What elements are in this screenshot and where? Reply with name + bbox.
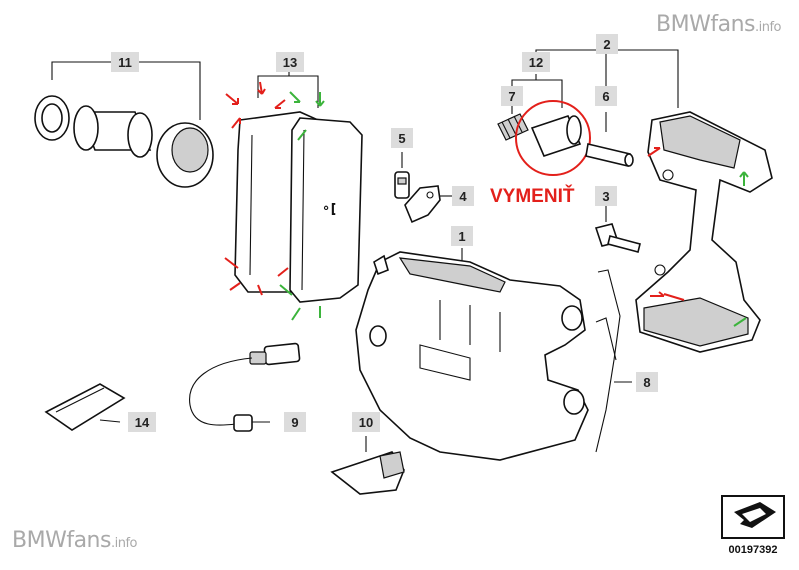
callout-6: 6 <box>595 86 617 106</box>
svg-text:9: 9 <box>291 415 298 430</box>
callout-4: 4 <box>452 186 474 206</box>
part-4-bracket <box>404 185 452 224</box>
part-1-caliper-housing <box>355 248 589 461</box>
part-13-brake-pads: • [ <box>224 72 363 321</box>
svg-text:10: 10 <box>359 415 373 430</box>
part-8-spring-clip <box>595 269 632 453</box>
part-11-piston-seals <box>34 56 214 188</box>
callout-1: 1 <box>451 226 473 246</box>
callout-8: 8 <box>636 372 658 392</box>
callout-11: 11 <box>111 52 139 72</box>
callout-5: 5 <box>391 128 413 148</box>
svg-text:3: 3 <box>602 189 609 204</box>
callout-10: 10 <box>352 412 380 432</box>
part-3-bolt <box>594 204 641 253</box>
svg-text:1: 1 <box>458 229 465 244</box>
callout-3: 3 <box>595 186 617 206</box>
callout-2: 2 <box>596 34 618 54</box>
svg-text:7: 7 <box>508 89 515 104</box>
part-14-grease-packet <box>44 383 126 431</box>
svg-text:13: 13 <box>283 55 297 70</box>
callout-14: 14 <box>128 412 156 432</box>
svg-text:5: 5 <box>398 131 405 146</box>
svg-text:8: 8 <box>643 375 650 390</box>
watermark-top: BMWfans.info <box>656 12 781 37</box>
part-7-guide-boot <box>497 106 529 141</box>
part-9-wear-sensor <box>189 342 301 432</box>
replace-annotation: VYMENIŤ <box>490 185 575 207</box>
part-5-bleeder-valve <box>394 152 410 199</box>
diagram-reference-icon: 00197392 <box>721 495 785 556</box>
part-10-holding-clip <box>330 436 405 495</box>
part-6-guide-pin <box>585 112 634 167</box>
svg-text:• [: • [ <box>324 201 336 215</box>
svg-text:2: 2 <box>603 37 610 52</box>
diagram-number: 00197392 <box>729 544 778 556</box>
svg-text:4: 4 <box>459 189 467 204</box>
callout-9: 9 <box>284 412 306 432</box>
callout-7: 7 <box>501 86 523 106</box>
callout-12: 12 <box>522 52 550 72</box>
svg-text:6: 6 <box>602 89 609 104</box>
svg-text:12: 12 <box>529 55 543 70</box>
part-2-caliper-carrier <box>635 111 773 353</box>
watermark-bottom: BMWfans.info <box>12 528 137 553</box>
callout-labels: 11 13 2 12 7 6 5 4 3 1 8 9 14 10 <box>111 34 658 432</box>
callout-13: 13 <box>276 52 304 72</box>
svg-text:11: 11 <box>118 55 132 70</box>
svg-text:14: 14 <box>135 415 150 430</box>
